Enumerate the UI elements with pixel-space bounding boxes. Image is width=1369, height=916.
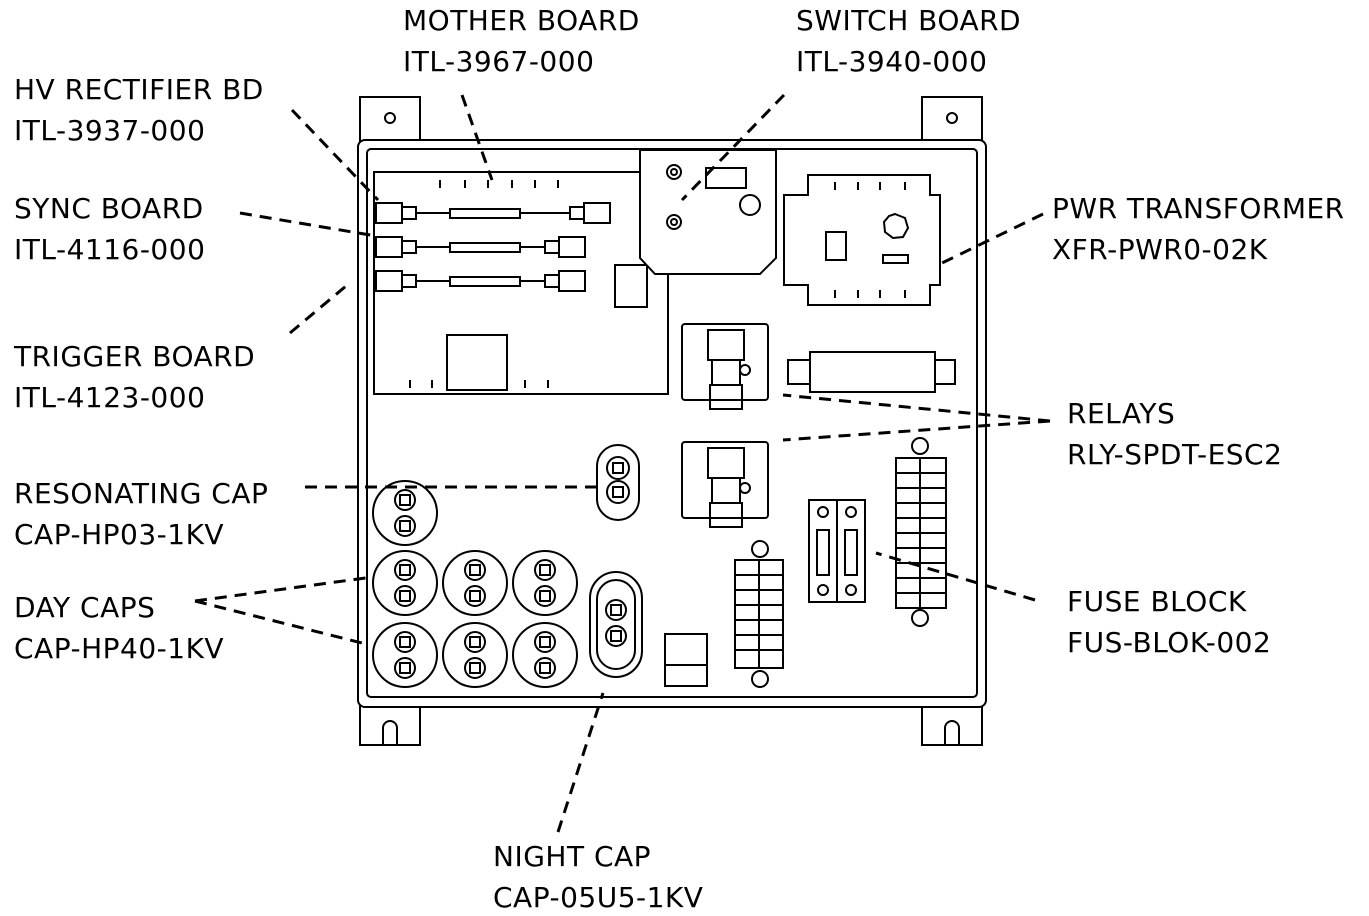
- small-connector-box: [664, 633, 708, 687]
- mounting-tab-bottom-right: [921, 700, 983, 746]
- fuse-block-component: [808, 499, 866, 603]
- night-cap-component: [589, 571, 643, 678]
- mounting-tab-bottom-left: [359, 700, 421, 746]
- sync-board-name: SYNC BOARD: [14, 192, 204, 225]
- day-cap-4: [372, 622, 438, 688]
- pwr-transformer-part: XFR-PWR0-02K: [1052, 233, 1268, 266]
- callout-day-caps: DAY CAPS CAP-HP40-1KV: [14, 587, 224, 669]
- leader-relays-2: [782, 419, 1051, 442]
- day-cap-5: [442, 622, 508, 688]
- sync-board: [375, 236, 586, 258]
- hv-rectifier-part: ITL-3937-000: [14, 114, 206, 147]
- callout-trigger-board: TRIGGER BOARD ITL-4123-000: [14, 336, 255, 418]
- fuse-block-part: FUS-BLOK-002: [1067, 626, 1272, 659]
- cap-can-1: [372, 480, 438, 546]
- callout-sync-board: SYNC BOARD ITL-4116-000: [14, 188, 205, 270]
- leader-night-cap: [556, 692, 605, 833]
- day-cap-3: [512, 550, 578, 616]
- switch-board-name: SWITCH BOARD: [796, 4, 1022, 37]
- resonating-cap-part: CAP-HP03-1KV: [14, 518, 225, 551]
- callout-relays: RELAYS RLY-SPDT-ESC2: [1067, 393, 1282, 475]
- leader-trigger-board: [289, 284, 347, 335]
- day-cap-2: [442, 550, 508, 616]
- leader-lines: [194, 93, 1051, 833]
- mother-board-part: ITL-3967-000: [403, 45, 595, 78]
- leader-day-caps-2: [194, 599, 363, 645]
- day-cap-6: [512, 622, 578, 688]
- resonating-cap-name: RESONATING CAP: [14, 477, 269, 510]
- inline-filter-component: [787, 351, 956, 393]
- leader-sync-board: [239, 211, 377, 238]
- callout-mother-board: MOTHER BOARD ITL-3967-000: [403, 0, 640, 82]
- power-transformer-component: [783, 174, 941, 306]
- trigger-board-part: ITL-4123-000: [14, 381, 206, 414]
- relays-part: RLY-SPDT-ESC2: [1067, 438, 1283, 471]
- fuse-block-name: FUSE BLOCK: [1067, 585, 1247, 618]
- switch-board-part: ITL-3940-000: [796, 45, 988, 78]
- mother-board-name: MOTHER BOARD: [403, 4, 640, 37]
- resonating-cap-component: [596, 444, 640, 521]
- leader-day-caps-1: [194, 575, 374, 603]
- trigger-board: [375, 270, 586, 292]
- day-caps-name: DAY CAPS: [14, 591, 156, 624]
- callout-night-cap: NIGHT CAP CAP-05U5-1KV: [493, 836, 703, 916]
- relay-bottom: [681, 441, 769, 528]
- callout-resonating-cap: RESONATING CAP CAP-HP03-1KV: [14, 473, 268, 555]
- callout-pwr-transformer: PWR TRANSFORMER XFR-PWR0-02K: [1052, 188, 1345, 270]
- callout-hv-rectifier: HV RECTIFIER BD ITL-3937-000: [14, 69, 264, 151]
- terminal-strip-small: [734, 540, 784, 688]
- night-cap-name: NIGHT CAP: [493, 840, 652, 873]
- sync-board-part: ITL-4116-000: [14, 233, 206, 266]
- relay-top: [681, 323, 769, 410]
- switch-board-component: [639, 149, 777, 275]
- mounting-tab-top-right: [921, 96, 983, 143]
- relays-name: RELAYS: [1067, 397, 1176, 430]
- hv-rectifier-board: [375, 202, 611, 224]
- hv-rectifier-name: HV RECTIFIER BD: [14, 73, 264, 106]
- leader-fuse-block: [875, 551, 1036, 602]
- leader-mother-board: [460, 94, 494, 181]
- mounting-tab-top-left: [359, 96, 421, 143]
- callout-switch-board: SWITCH BOARD ITL-3940-000: [796, 0, 1021, 82]
- terminal-strip-large: [895, 437, 947, 627]
- day-cap-1: [372, 550, 438, 616]
- trigger-board-name: TRIGGER BOARD: [14, 340, 256, 373]
- callout-fuse-block: FUSE BLOCK FUS-BLOK-002: [1067, 581, 1271, 663]
- pwr-transformer-name: PWR TRANSFORMER: [1052, 192, 1345, 225]
- night-cap-part: CAP-05U5-1KV: [493, 881, 704, 914]
- leader-relays-1: [782, 393, 1051, 423]
- day-caps-part: CAP-HP40-1KV: [14, 632, 225, 665]
- leader-hv-rectifier: [290, 108, 380, 202]
- leader-switch-board: [680, 93, 786, 202]
